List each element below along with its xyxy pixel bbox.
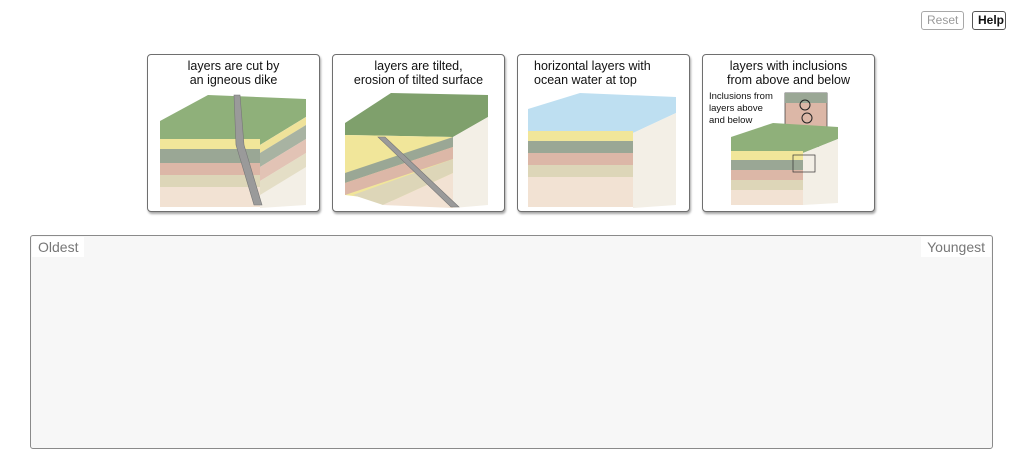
oldest-label: Oldest	[32, 237, 85, 257]
card-ocean-water[interactable]: horizontal layers with ocean water at to…	[517, 54, 690, 212]
youngest-label: Youngest	[921, 237, 991, 257]
block-diagram-inclusions	[731, 92, 838, 205]
card-label: layers are cut by an igneous dike	[187, 59, 280, 87]
help-button[interactable]: Help	[972, 11, 1006, 30]
card-label: layers are tilted, erosion of tilted sur…	[353, 59, 484, 87]
timeline-drop-zone[interactable]: Oldest Youngest	[30, 235, 993, 449]
reset-button[interactable]: Reset	[921, 11, 964, 30]
block-diagram-ocean	[528, 93, 676, 208]
card-label: horizontal layers with ocean water at to…	[534, 59, 651, 87]
card-inclusions[interactable]: layers with inclusions from above and be…	[702, 54, 875, 212]
card-tilted-erosion[interactable]: layers are tilted, erosion of tilted sur…	[332, 54, 505, 212]
card-igneous-dike[interactable]: layers are cut by an igneous dike	[147, 54, 320, 212]
inset-note: Inclusions from layers above and below	[709, 91, 773, 126]
block-diagram-dike	[160, 94, 306, 208]
card-label: layers with inclusions from above and be…	[727, 59, 850, 87]
block-diagram-tilted	[345, 93, 488, 208]
